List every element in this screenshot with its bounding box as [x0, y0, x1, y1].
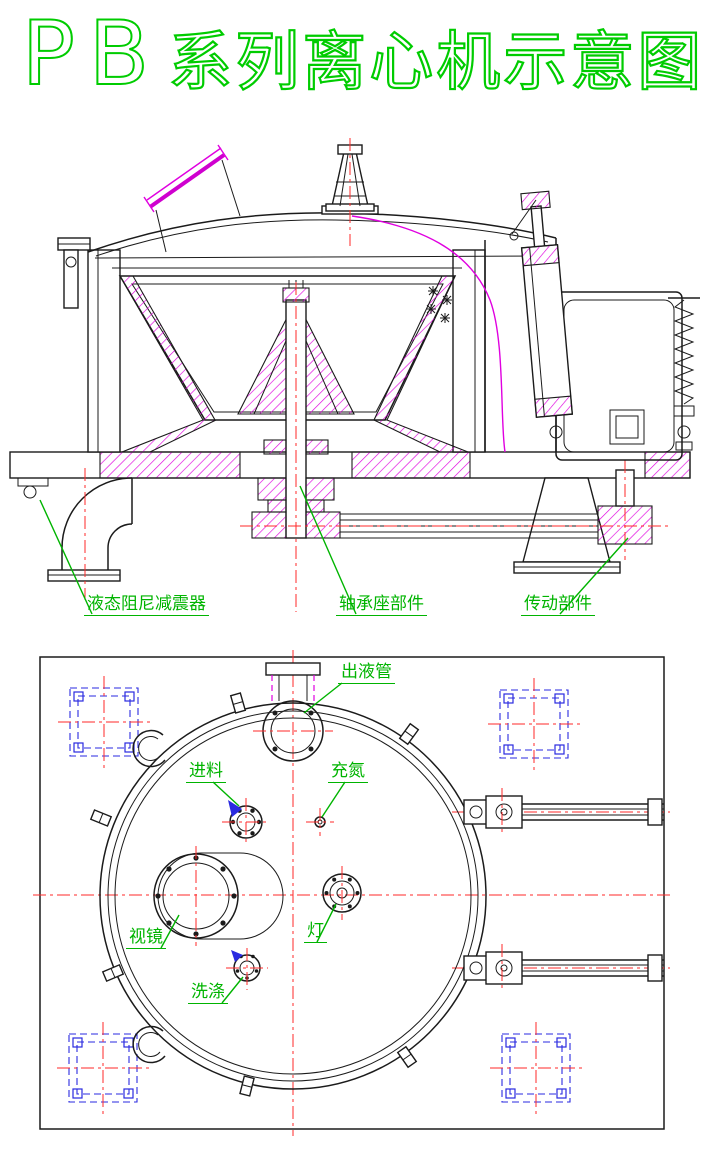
label-lamp: 灯	[304, 921, 327, 943]
title-cjk-text: 系列离心机示意图	[167, 25, 705, 101]
label-nitrogen: 充氮	[328, 761, 368, 783]
plan-view-drawing	[33, 650, 670, 1136]
support-arms	[463, 787, 665, 993]
side-leader-lines	[39, 485, 629, 615]
plan-centerlines	[33, 650, 670, 1136]
lifting-hooks	[132, 729, 166, 1064]
main-circle	[99, 702, 487, 1090]
lamp-port	[322, 866, 362, 920]
base-plate	[9, 451, 691, 499]
title-latin-text: PB	[21, 2, 164, 105]
outlet-pipe	[253, 662, 333, 762]
sight-glass	[153, 846, 284, 946]
label-outlet: 出液管	[338, 662, 395, 684]
lifting-handle	[143, 144, 241, 253]
left-pipe-elbow	[47, 468, 133, 600]
feed-port	[222, 798, 270, 846]
lid-cover	[87, 205, 557, 257]
cylinder-hinge	[509, 199, 563, 439]
hydraulic-cylinder	[520, 190, 574, 418]
side-view-drawing	[9, 138, 700, 615]
label-sight: 视镜	[126, 927, 166, 949]
cable-line	[351, 215, 506, 453]
label-feed: 进料	[186, 761, 226, 783]
label-bearing: 轴承座部件	[336, 594, 427, 616]
label-damper: 液态阻尼减震器	[84, 594, 209, 616]
wash-port	[226, 948, 268, 990]
plan-border	[39, 656, 665, 1130]
basket	[118, 275, 469, 453]
belt-drive	[240, 460, 668, 560]
shell-casing	[87, 238, 557, 453]
label-drive: 传动部件	[521, 594, 595, 616]
left-bracket	[57, 237, 91, 309]
nitrogen-port	[306, 808, 334, 836]
damper-spring	[668, 297, 700, 451]
label-wash: 洗涤	[188, 982, 228, 1004]
chimney-vent	[325, 138, 375, 246]
plan-leader-lines	[160, 682, 346, 1004]
motor-housing	[555, 291, 683, 461]
weld-marks	[426, 286, 452, 323]
drawing-title: PB 系列离心机示意图	[0, 7, 726, 109]
